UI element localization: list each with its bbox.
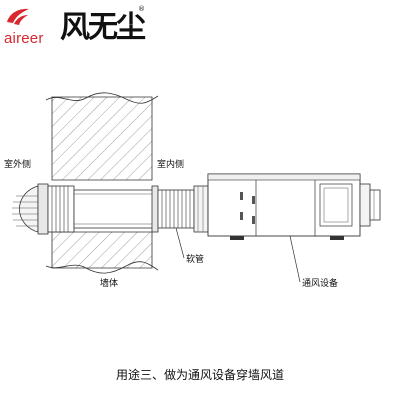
equipment-leader [289, 235, 301, 283]
wall-break-line-bottom [45, 261, 159, 274]
logo-wind-icon [7, 8, 29, 25]
wall-upper [51, 96, 153, 181]
wall-break-line-top [45, 92, 159, 104]
logo-chinese-name: 风无尘 [60, 10, 146, 45]
brand-logo: aireer 风无尘 ® [0, 0, 150, 50]
ventilation-unit [193, 173, 381, 240]
outdoor-vent-hood [12, 183, 49, 235]
logo-wordmark: aireer [4, 30, 44, 47]
label-flexible-pipe: 软管 [186, 253, 204, 265]
registered-mark: ® [138, 5, 145, 13]
wall-pipe-ribbed [47, 185, 75, 233]
label-outdoor-side: 室外侧 [4, 158, 31, 170]
label-ventilation-equipment: 通风设备 [302, 277, 338, 289]
wall-pipe [73, 189, 155, 229]
wall-lower [51, 231, 153, 269]
flexible-duct [157, 189, 195, 229]
figure-caption: 用途三、做为通风设备穿墙风道 [115, 368, 284, 382]
flexible-pipe-leader [175, 227, 185, 259]
label-indoor-side: 室内侧 [157, 158, 184, 170]
pipe-flange [151, 185, 159, 233]
label-wall: 墙体 [100, 277, 118, 289]
